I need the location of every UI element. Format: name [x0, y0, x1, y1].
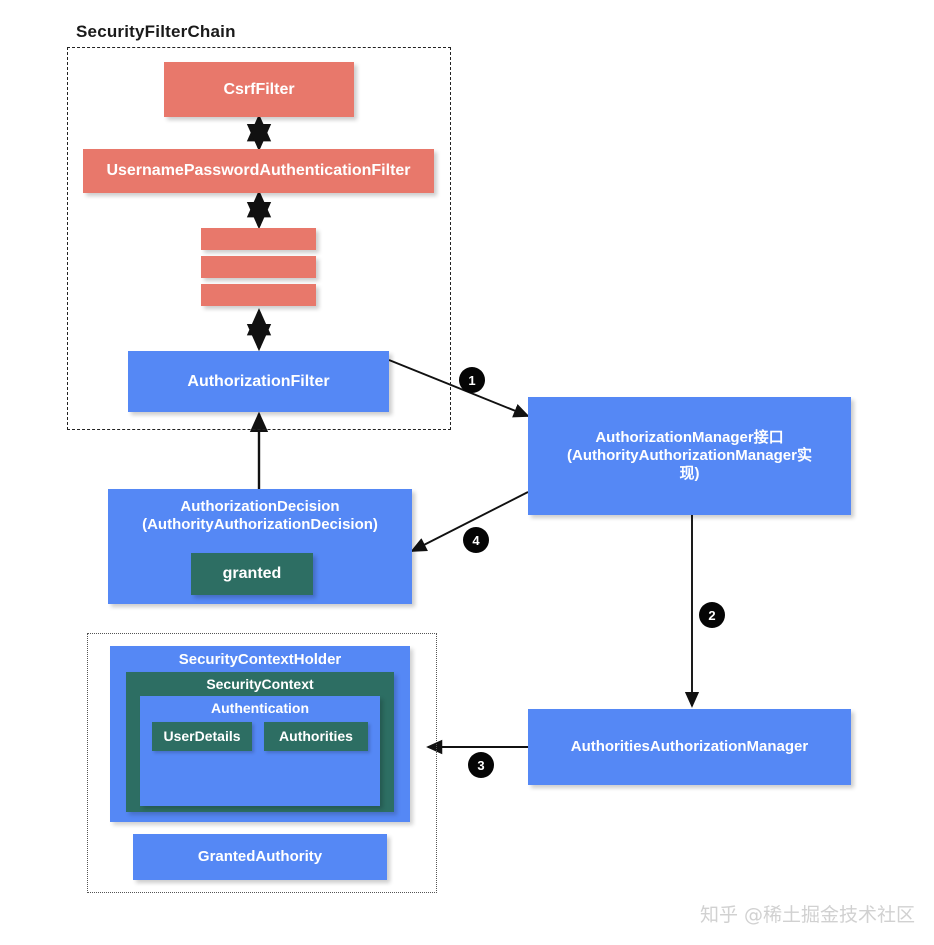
security-filter-chain-title: SecurityFilterChain: [76, 22, 236, 41]
node-granted[interactable]: granted: [191, 553, 313, 595]
authorities-authorization-manager-label: AuthoritiesAuthorizationManager: [570, 737, 809, 755]
step-badge-3: 3: [468, 752, 494, 778]
authorization-decision-line-1: AuthorizationDecision: [180, 498, 340, 515]
filter-box-unnamed-1[interactable]: [201, 228, 316, 250]
authorization-manager-line-2: (AuthorityAuthorizationManager实: [567, 446, 812, 464]
node-security-context[interactable]: SecurityContext Authentication UserDetai…: [126, 672, 394, 812]
step-badge-1-number: 1: [468, 372, 476, 388]
step-badge-2: 2: [699, 602, 725, 628]
node-authorities[interactable]: Authorities: [264, 722, 368, 751]
authorization-manager-line-1: AuthorizationManager接口: [595, 428, 784, 446]
security-filter-chain-container: [67, 47, 451, 430]
filter-box-unnamed-3[interactable]: [201, 284, 316, 306]
filter-box-unnamed-2[interactable]: [201, 256, 316, 278]
step-badge-4-number: 4: [472, 532, 480, 548]
step-badge-2-number: 2: [708, 607, 716, 623]
security-context-label: SecurityContext: [206, 676, 314, 692]
user-details-label: UserDetails: [163, 727, 241, 744]
authorities-label: Authorities: [279, 727, 353, 744]
step-badge-1: 1: [459, 367, 485, 393]
node-authentication[interactable]: Authentication UserDetails Authorities: [140, 696, 380, 806]
node-granted-authority[interactable]: GrantedAuthority: [133, 834, 387, 880]
filter-label-username-password-authentication-filter: UsernamePasswordAuthenticationFilter: [106, 162, 411, 180]
node-user-details[interactable]: UserDetails: [152, 722, 252, 751]
filter-label-authorization-filter: AuthorizationFilter: [187, 372, 330, 390]
node-authorities-authorization-manager[interactable]: AuthoritiesAuthorizationManager: [528, 709, 851, 785]
filter-label-csrf-filter: CsrfFilter: [223, 80, 295, 98]
security-context-holder-label: SecurityContextHolder: [178, 651, 342, 668]
granted-authority-label: GrantedAuthority: [197, 847, 323, 865]
granted-label: granted: [222, 565, 282, 583]
watermark: 知乎 @稀土掘金技术社区: [700, 904, 916, 926]
filter-box-authorization-filter[interactable]: AuthorizationFilter: [128, 351, 389, 412]
authorization-decision-line-2: (AuthorityAuthorizationDecision): [142, 516, 378, 534]
node-security-context-holder[interactable]: SecurityContextHolder SecurityContext Au…: [110, 646, 410, 822]
step-badge-3-number: 3: [477, 757, 485, 773]
filter-box-csrf-filter[interactable]: CsrfFilter: [164, 62, 354, 117]
step-badge-4: 4: [463, 527, 489, 553]
node-authorization-manager[interactable]: AuthorizationManager接口 (AuthorityAuthori…: [528, 397, 851, 515]
security-context-group-container: [87, 633, 437, 893]
filter-box-username-password-authentication-filter[interactable]: UsernamePasswordAuthenticationFilter: [83, 149, 434, 193]
authentication-label: Authentication: [211, 700, 309, 716]
authorization-manager-line-3: 现): [679, 465, 700, 483]
